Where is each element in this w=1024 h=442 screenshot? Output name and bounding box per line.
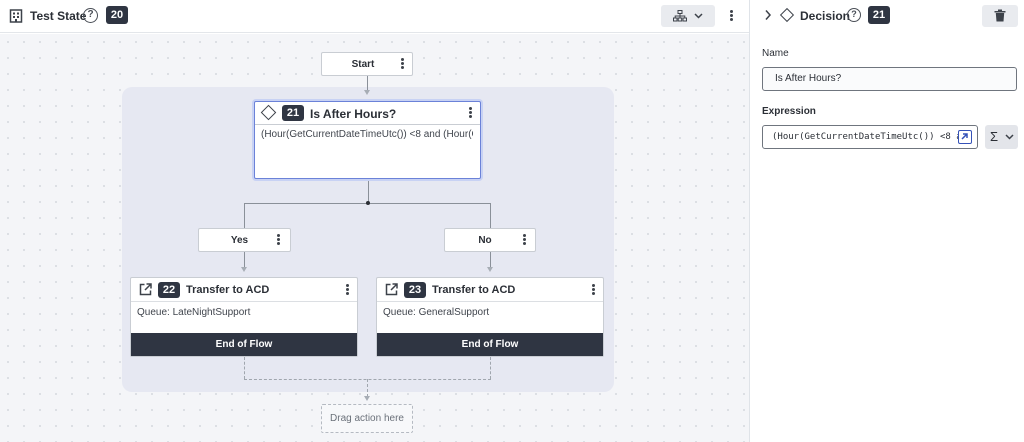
action-title: Transfer to ACD xyxy=(186,284,270,296)
start-node[interactable]: Start xyxy=(321,52,413,76)
arrow-up-right-icon xyxy=(961,133,968,140)
expression-functions-button[interactable]: Σ xyxy=(985,125,1018,149)
drag-action-placeholder[interactable]: Drag action here xyxy=(321,404,413,433)
action-queue: Queue: LateNightSupport xyxy=(137,307,251,318)
connector-start xyxy=(367,76,368,90)
branch-yes-label: Yes xyxy=(230,235,249,246)
end-of-flow: End of Flow xyxy=(131,333,357,356)
state-building-icon xyxy=(9,9,23,23)
panel-id-badge: 21 xyxy=(868,6,890,24)
help-icon[interactable]: ? xyxy=(847,8,861,22)
arrow-merge xyxy=(364,396,370,401)
expression-field[interactable]: (Hour(GetCurrentDateTimeUtc()) <8 and (H… xyxy=(762,125,978,149)
action-header: 22 Transfer to ACD xyxy=(131,278,357,302)
decision-title: Is After Hours? xyxy=(310,107,397,121)
connector-decision xyxy=(368,180,369,203)
delete-button[interactable] xyxy=(982,5,1018,27)
org-chart-icon xyxy=(673,10,687,22)
trash-icon xyxy=(994,9,1006,22)
chevron-down-icon xyxy=(1005,134,1014,140)
action-more-icon[interactable] xyxy=(343,283,351,297)
branch-yes[interactable]: Yes xyxy=(198,228,291,252)
chevron-right-icon[interactable] xyxy=(764,9,772,21)
action-badge: 23 xyxy=(404,282,426,298)
decision-node[interactable]: 21 Is After Hours? (Hour(GetCurrentDateT… xyxy=(254,101,481,179)
expand-editor-icon[interactable] xyxy=(958,130,972,144)
end-of-flow: End of Flow xyxy=(377,333,603,356)
sigma-icon: Σ xyxy=(990,129,999,144)
state-id-badge: 20 xyxy=(106,6,128,24)
action-header: 23 Transfer to ACD xyxy=(377,278,603,302)
state-header: Test State ? 20 xyxy=(0,0,749,33)
connector-yes-down xyxy=(244,252,245,267)
flow-designer: Test State ? 20 xyxy=(0,0,749,442)
panel-title: Decision xyxy=(800,9,851,23)
help-icon[interactable]: ? xyxy=(83,8,98,23)
connector-yes xyxy=(244,203,245,228)
decision-badge: 21 xyxy=(282,105,304,121)
transfer-action-node[interactable]: 23 Transfer to ACD Queue: GeneralSupport… xyxy=(376,277,604,357)
connector-no-down xyxy=(490,252,491,267)
expression-value: (Hour(GetCurrentDateTimeUtc()) <8 and (H… xyxy=(772,132,977,142)
decision-header: 21 Is After Hours? xyxy=(255,102,480,124)
decision-expression: (Hour(GetCurrentDateTimeUtc()) <8 and (H… xyxy=(261,129,473,140)
name-field[interactable]: Is After Hours? xyxy=(762,67,1017,91)
layout-toggle-button[interactable] xyxy=(661,5,715,27)
more-vertical-icon[interactable] xyxy=(726,7,736,25)
branch-no-label: No xyxy=(478,235,492,246)
arrow-no xyxy=(487,267,493,272)
arrow-start xyxy=(364,90,370,95)
expression-label: Expression xyxy=(762,106,816,117)
decision-more-icon[interactable] xyxy=(466,106,474,120)
branch-no-more-icon[interactable] xyxy=(520,233,528,247)
connector-no xyxy=(490,203,491,228)
external-link-icon xyxy=(139,283,152,296)
merge-line-left xyxy=(244,357,245,379)
branch-junction xyxy=(366,201,370,205)
external-link-icon xyxy=(385,283,398,296)
transfer-action-node[interactable]: 22 Transfer to ACD Queue: LateNightSuppo… xyxy=(130,277,358,357)
state-title: Test State xyxy=(30,9,87,23)
action-badge: 22 xyxy=(158,282,180,298)
decision-diamond-icon xyxy=(260,104,277,121)
merge-line-right xyxy=(490,357,491,379)
name-label: Name xyxy=(762,48,789,59)
decision-divider xyxy=(255,124,480,125)
action-queue: Queue: GeneralSupport xyxy=(383,307,490,318)
start-more-icon[interactable] xyxy=(398,57,406,71)
chevron-down-icon xyxy=(694,13,703,19)
action-title: Transfer to ACD xyxy=(432,284,516,296)
branch-no[interactable]: No xyxy=(444,228,536,252)
merge-line-down xyxy=(367,379,368,397)
action-more-icon[interactable] xyxy=(589,283,597,297)
arrow-yes xyxy=(241,267,247,272)
branch-yes-more-icon[interactable] xyxy=(274,233,282,247)
start-label: Start xyxy=(351,59,375,70)
